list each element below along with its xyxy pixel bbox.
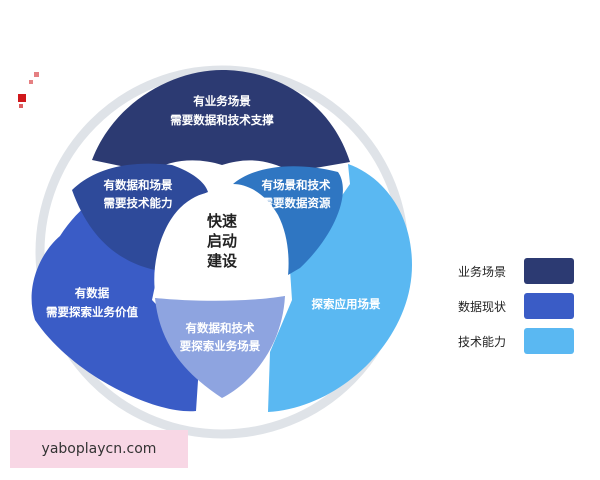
upper-right-overlap bbox=[232, 166, 343, 275]
upper-right-overlap-line2: 需要数据资源 bbox=[262, 196, 331, 210]
legend-item-data: 数据现状 bbox=[458, 290, 588, 322]
legend-swatch bbox=[524, 328, 574, 354]
top-petal-line1: 有业务场景 bbox=[193, 94, 251, 108]
bottom-overlap-line1: 有数据和技术 bbox=[186, 321, 255, 335]
center-line1: 快速 bbox=[207, 212, 237, 230]
center-line3: 建设 bbox=[207, 252, 237, 270]
right-petal-line1: 探索应用场景 bbox=[312, 297, 381, 311]
decorative-square bbox=[18, 94, 26, 102]
decorative-square bbox=[34, 72, 39, 77]
decorative-square bbox=[29, 80, 33, 84]
center-region bbox=[154, 183, 289, 301]
left-petal-line2: 需要探索业务价值 bbox=[46, 305, 138, 319]
legend-item-business: 业务场景 bbox=[458, 255, 588, 287]
legend-swatch bbox=[524, 258, 574, 284]
top-petal bbox=[92, 70, 350, 172]
legend-item-tech: 技术能力 bbox=[458, 325, 588, 357]
top-petal-line2: 需要数据和技术支撑 bbox=[170, 113, 274, 127]
legend: 业务场景 数据现状 技术能力 bbox=[458, 255, 588, 360]
legend-swatch bbox=[524, 293, 574, 319]
right-petal bbox=[268, 164, 412, 412]
upper-right-overlap-line1: 有场景和技术 bbox=[262, 178, 331, 192]
upper-left-overlap bbox=[72, 163, 208, 270]
legend-label: 业务场景 bbox=[458, 264, 507, 279]
upper-left-overlap-line1: 有数据和场景 bbox=[104, 178, 173, 192]
legend-label: 技术能力 bbox=[458, 334, 507, 349]
bottom-overlap bbox=[155, 296, 285, 398]
legend-label: 数据现状 bbox=[458, 299, 507, 314]
bottom-overlap-line2: 要探索业务场景 bbox=[180, 339, 261, 353]
upper-left-overlap-line2: 需要技术能力 bbox=[104, 196, 173, 210]
decorative-square bbox=[19, 104, 23, 108]
left-petal-line1: 有数据 bbox=[75, 286, 110, 300]
watermark: yaboplaycn.com bbox=[10, 430, 188, 468]
center-line2: 启动 bbox=[207, 232, 237, 250]
